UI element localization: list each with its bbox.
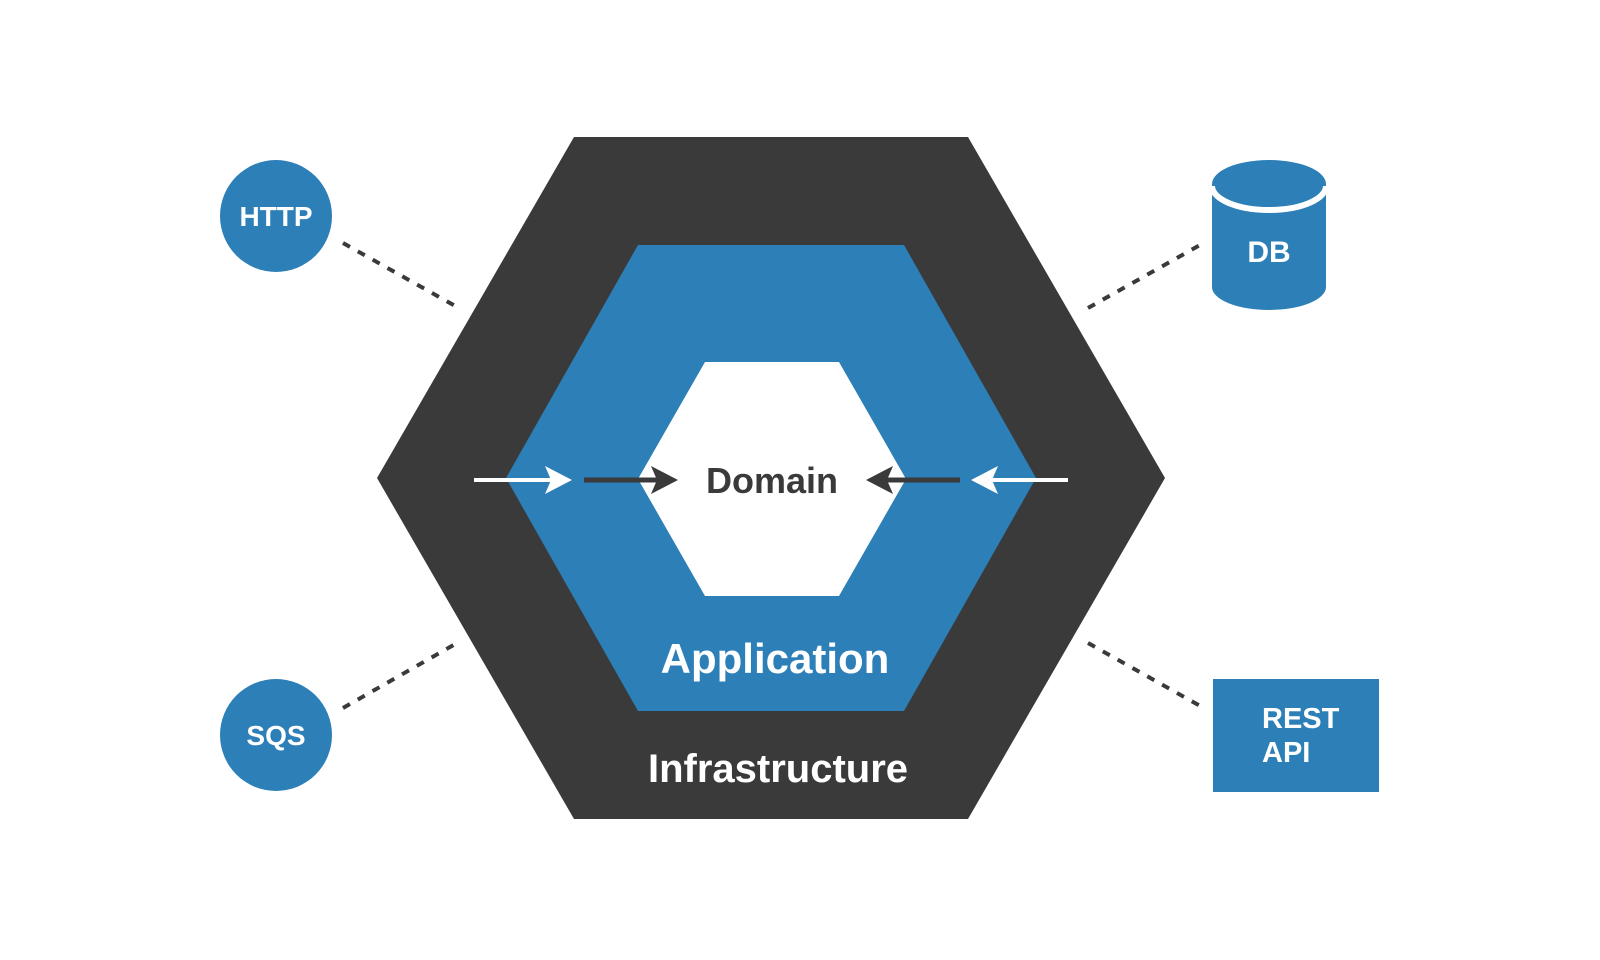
rest-api-adapter: REST API bbox=[1213, 679, 1379, 792]
db-connector-line bbox=[1087, 243, 1201, 310]
http-circle-icon bbox=[220, 160, 332, 272]
rest-api-label-line-1: REST bbox=[1262, 703, 1340, 735]
rest-api-label-line-2: API bbox=[1262, 737, 1310, 769]
right-outer-arrowhead-icon bbox=[971, 466, 998, 494]
rest-api-rectangle-icon bbox=[1213, 679, 1379, 792]
domain-label: Domain bbox=[706, 460, 838, 501]
database-cylinder-body bbox=[1212, 160, 1326, 310]
layer-hexagons bbox=[377, 137, 1165, 819]
http-connector-line bbox=[342, 241, 458, 309]
db-adapter: DB bbox=[1209, 160, 1329, 310]
application-label: Application bbox=[661, 635, 890, 682]
left-outer-arrowhead-icon bbox=[545, 466, 572, 494]
infrastructure-label: Infrastructure bbox=[648, 747, 908, 791]
database-cylinder-icon bbox=[1209, 160, 1329, 310]
sqs-label: SQS bbox=[246, 720, 305, 751]
right-inner-arrowhead-icon bbox=[866, 466, 893, 494]
sqs-connector-line bbox=[342, 641, 458, 710]
http-label: HTTP bbox=[239, 201, 312, 232]
http-adapter: HTTP bbox=[220, 160, 332, 272]
left-inner-arrowhead-icon bbox=[651, 466, 678, 494]
database-cylinder-lid-line bbox=[1209, 185, 1329, 213]
domain-hexagon bbox=[638, 362, 906, 596]
inbound-arrows-right bbox=[866, 466, 1068, 494]
dotted-connectors bbox=[342, 241, 1203, 710]
sqs-adapter: SQS bbox=[220, 679, 332, 791]
rest-api-connector-line bbox=[1087, 641, 1203, 709]
db-label: DB bbox=[1247, 236, 1290, 269]
inbound-arrows-left bbox=[474, 466, 678, 494]
sqs-circle-icon bbox=[220, 679, 332, 791]
